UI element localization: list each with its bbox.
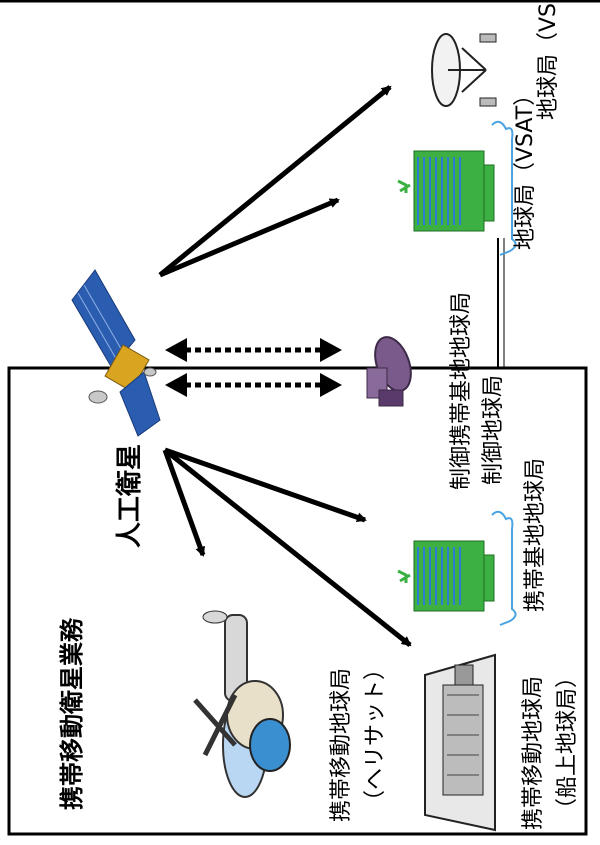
ship-station-label-2: （船上地球局） bbox=[555, 666, 580, 820]
service-region-box bbox=[7, 366, 588, 836]
building-icon-vsat bbox=[397, 120, 517, 256]
control-station-label: 制御地球局 bbox=[481, 375, 506, 485]
satellite-icon bbox=[71, 269, 161, 437]
vsat-station-2-label: 地球局（VSAT） bbox=[513, 84, 538, 250]
arrow-to-vsat-2 bbox=[159, 197, 340, 278]
building-icon-base bbox=[397, 510, 517, 626]
control-base-station-label: 制御携帯基地地球局 bbox=[449, 292, 474, 490]
arrow-to-base-station bbox=[164, 447, 367, 523]
service-region-label: 携帯移動衛星業務 bbox=[58, 617, 86, 810]
vsat-station-1-label: 地球局（VSAT） bbox=[536, 0, 561, 120]
helisat-station-label-1: 携帯移動地球局 bbox=[329, 668, 354, 822]
helicopter-icon bbox=[193, 610, 291, 798]
ship-station-label-1: 携帯移動地球局 bbox=[521, 676, 546, 830]
signal-arrows bbox=[158, 85, 412, 647]
vsat-dish-icon bbox=[431, 33, 497, 107]
control-antenna-icon bbox=[366, 336, 412, 407]
ship-icon bbox=[424, 653, 496, 832]
arrow-to-ship bbox=[163, 448, 412, 647]
base-station-label: 携帯基地地球局 bbox=[523, 458, 548, 612]
control-link-arrows bbox=[165, 338, 342, 397]
arrow-to-helisat bbox=[162, 449, 206, 557]
arrow-to-vsat-1 bbox=[158, 85, 392, 277]
satellite-label: 人工衛星 bbox=[115, 444, 145, 548]
helisat-station-label-2: （ヘリサット） bbox=[363, 658, 388, 812]
